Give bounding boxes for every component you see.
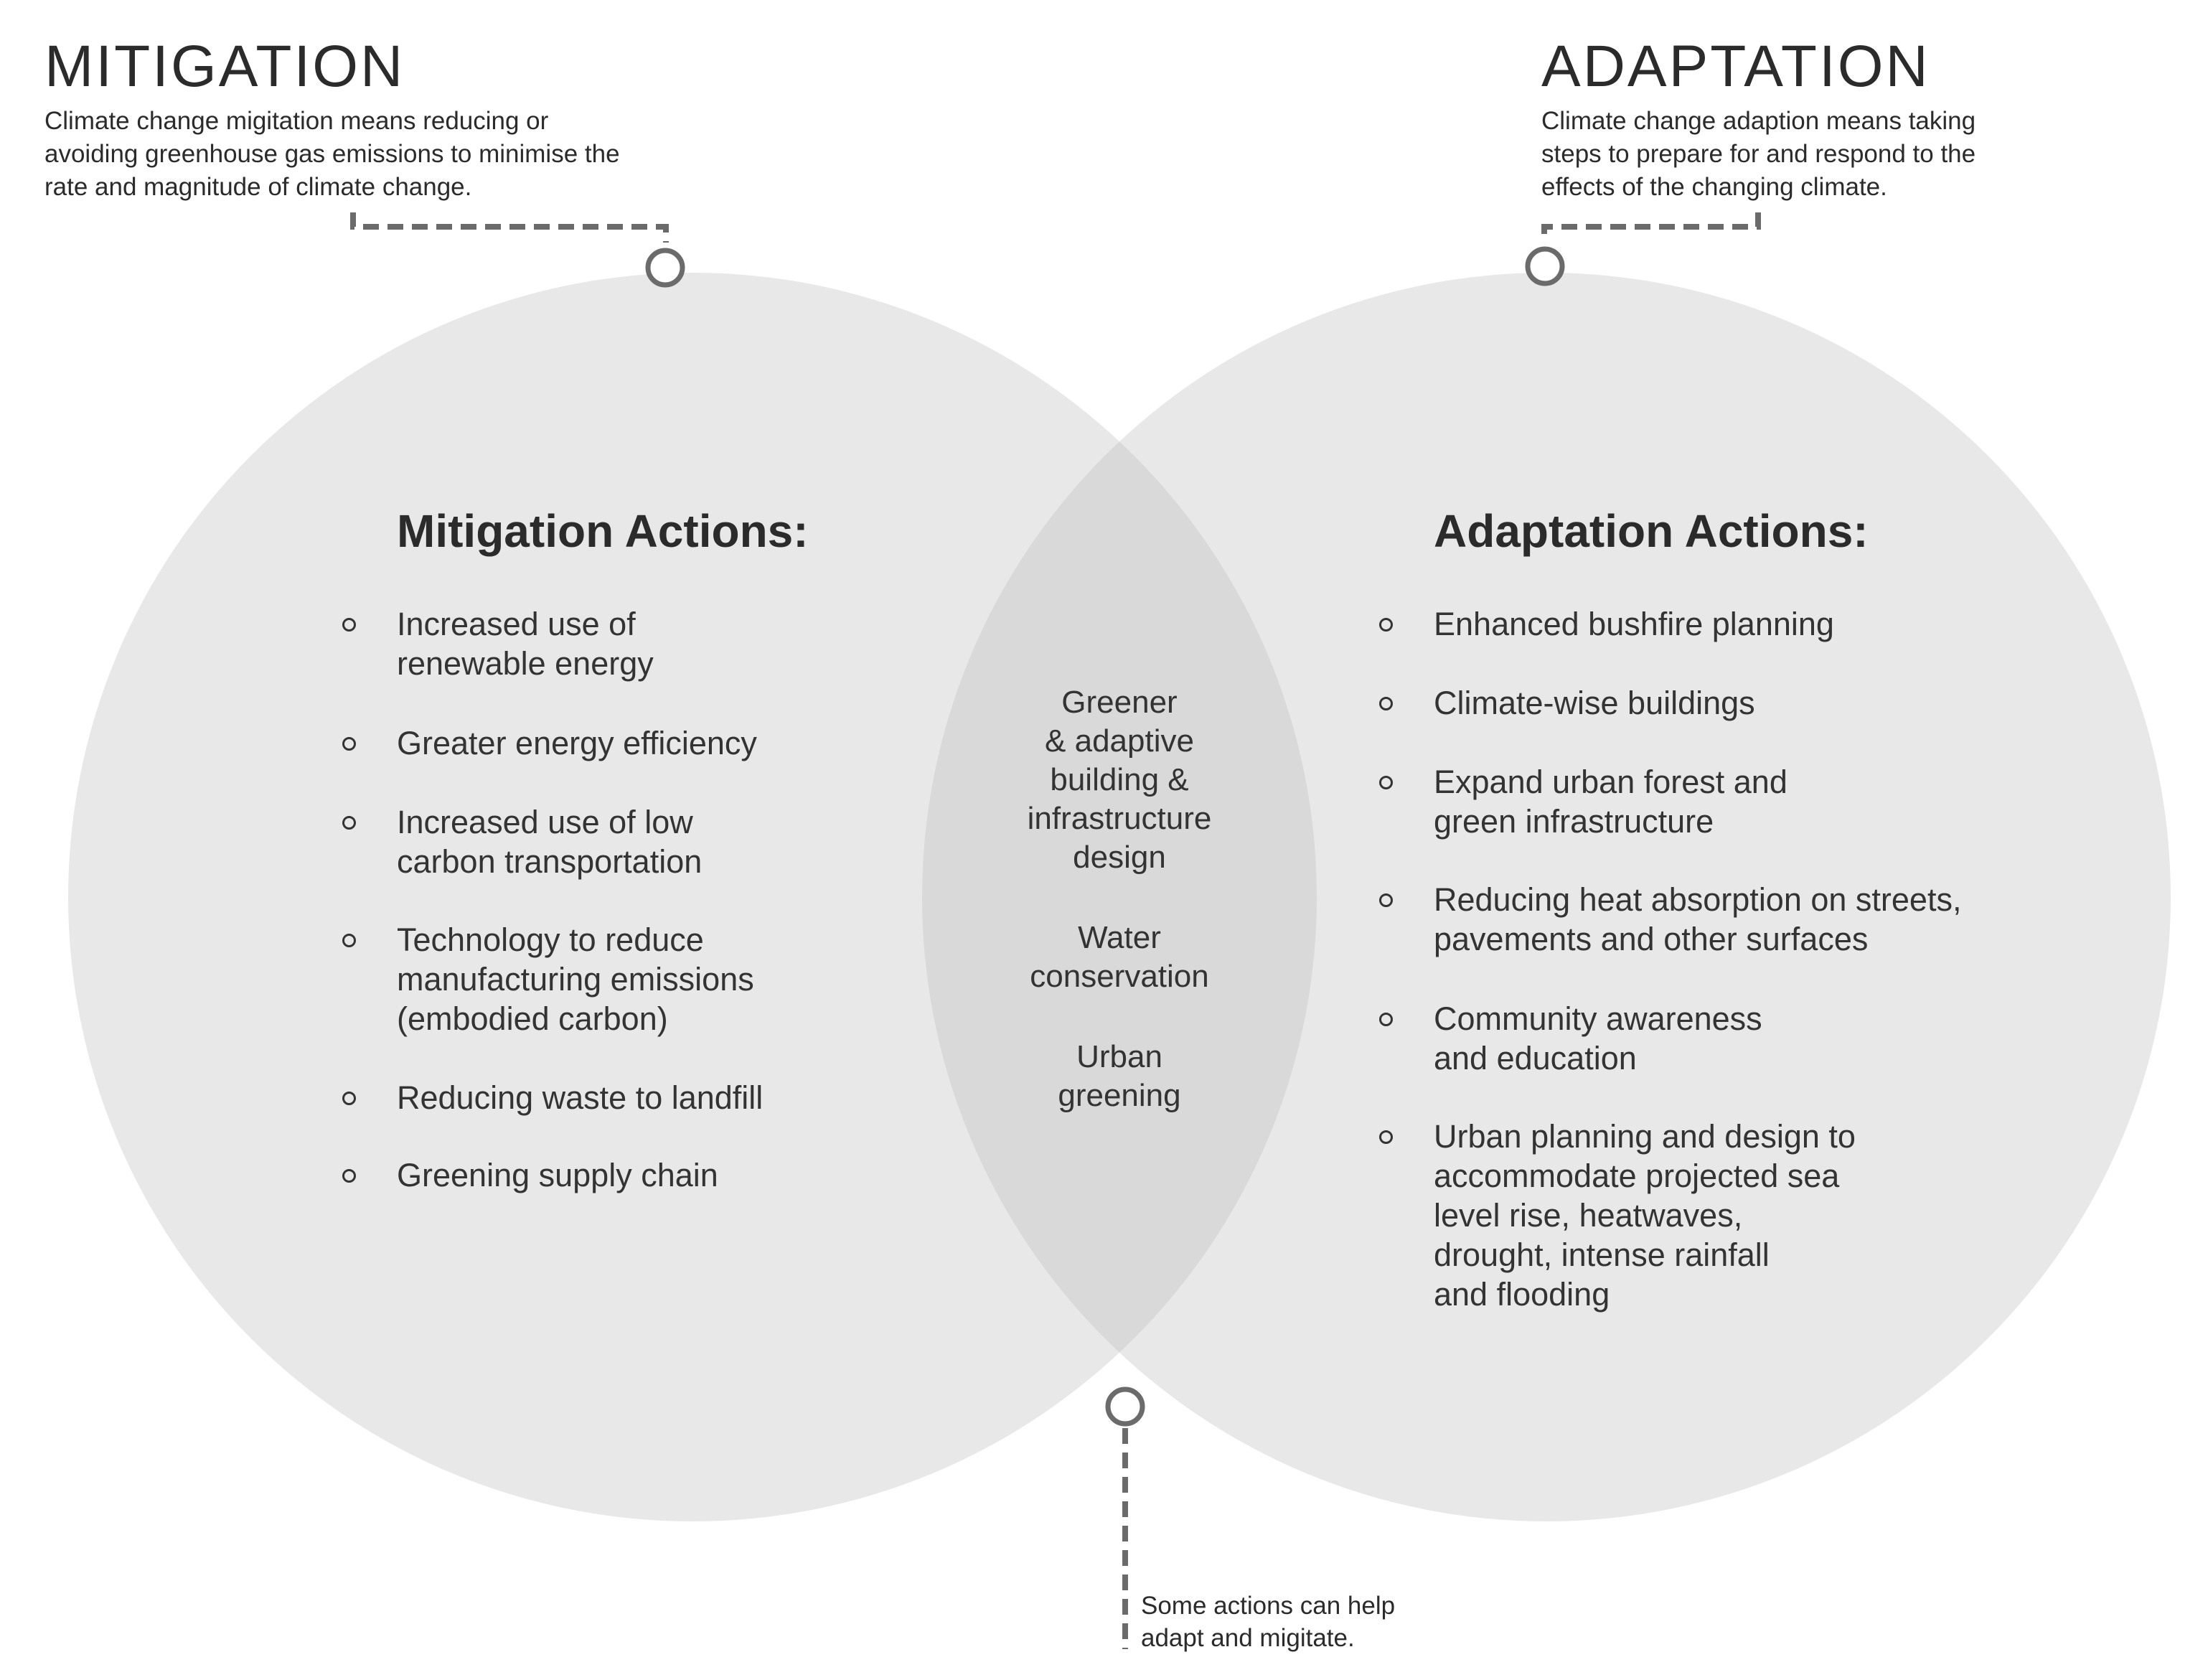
item-line: Reducing waste to landfill bbox=[397, 1079, 764, 1116]
mitigation-title: MITIGATION bbox=[44, 34, 405, 99]
bullet-icon bbox=[1379, 1130, 1393, 1144]
mitigation-description: Climate change migitation means reducing… bbox=[44, 105, 620, 204]
list-item: Increased use of renewable energy bbox=[342, 604, 654, 683]
list-item: Community awareness and education bbox=[1379, 999, 1762, 1078]
overlap-item: Greener & adaptive building & infrastruc… bbox=[976, 683, 1263, 877]
item-line: Climate-wise buildings bbox=[1434, 685, 1755, 721]
overlap-item: Urban greening bbox=[976, 1038, 1263, 1115]
item-line: manufacturing emissions bbox=[397, 961, 754, 998]
mitigation-connector-line bbox=[350, 212, 669, 243]
item-line: Water bbox=[1078, 920, 1161, 955]
item-line: Urban planning and design to bbox=[1434, 1118, 1856, 1155]
adaptation-connector-node bbox=[1525, 246, 1565, 286]
description-line: rate and magnitude of climate change. bbox=[44, 173, 472, 201]
item-line: conservation bbox=[1030, 959, 1209, 994]
item-line: Urban bbox=[1076, 1039, 1162, 1074]
item-line: level rise, heatwaves, bbox=[1434, 1197, 1743, 1234]
item-line: drought, intense rainfall bbox=[1434, 1236, 1770, 1273]
mitigation-connector-node bbox=[645, 248, 685, 288]
overlap-item: Water conservation bbox=[976, 919, 1263, 996]
item-line: Reducing heat absorption on streets, bbox=[1434, 881, 1962, 918]
note-line: Some actions can help bbox=[1141, 1592, 1396, 1620]
item-line: building & bbox=[1050, 762, 1189, 797]
item-line: Greening supply chain bbox=[397, 1157, 718, 1193]
item-line: infrastructure bbox=[1027, 801, 1212, 836]
description-line: Climate change migitation means reducing… bbox=[44, 107, 549, 135]
item-line: (embodied carbon) bbox=[397, 1000, 668, 1037]
list-item: Climate-wise buildings bbox=[1379, 683, 1755, 723]
item-line: accommodate projected sea bbox=[1434, 1158, 1840, 1194]
list-item: Greater energy efficiency bbox=[342, 723, 757, 763]
bullet-icon bbox=[342, 1092, 356, 1105]
bullet-icon bbox=[342, 816, 356, 830]
description-line: avoiding greenhouse gas emissions to min… bbox=[44, 140, 620, 168]
bullet-icon bbox=[342, 737, 356, 751]
item-line: green infrastructure bbox=[1434, 803, 1714, 840]
overlap-connector-node bbox=[1105, 1386, 1145, 1427]
list-item: Reducing heat absorption on streets, pav… bbox=[1379, 880, 1962, 959]
item-line: greening bbox=[1058, 1078, 1181, 1113]
list-item: Technology to reduce manufacturing emiss… bbox=[342, 920, 754, 1038]
item-line: pavements and other surfaces bbox=[1434, 921, 1869, 957]
list-item: Expand urban forest and green infrastruc… bbox=[1379, 762, 1787, 841]
description-line: steps to prepare for and respond to the bbox=[1541, 140, 1976, 168]
bullet-icon bbox=[1379, 893, 1393, 907]
description-line: Climate change adaption means taking bbox=[1541, 107, 1976, 135]
item-line: & adaptive bbox=[1045, 723, 1194, 759]
item-line: Technology to reduce bbox=[397, 921, 704, 958]
mitigation-circle bbox=[68, 273, 1317, 1521]
overlap-note: Some actions can help adapt and migitate… bbox=[1141, 1590, 1395, 1654]
adaptation-connector-line bbox=[1541, 212, 1761, 243]
list-item: Increased use of low carbon transportati… bbox=[342, 802, 703, 881]
bullet-icon bbox=[342, 618, 356, 632]
item-line: carbon transportation bbox=[397, 843, 703, 880]
item-line: Greener bbox=[1061, 685, 1178, 720]
adaptation-description: Climate change adaption means taking ste… bbox=[1541, 105, 1976, 204]
list-item: Reducing waste to landfill bbox=[342, 1078, 764, 1117]
list-item: Enhanced bushfire planning bbox=[1379, 604, 1834, 644]
bullet-icon bbox=[1379, 776, 1393, 789]
item-line: design bbox=[1073, 840, 1166, 875]
note-line: adapt and migitate. bbox=[1141, 1624, 1355, 1652]
bullet-icon bbox=[342, 1169, 356, 1183]
mitigation-actions-title: Mitigation Actions: bbox=[397, 505, 809, 557]
bullet-icon bbox=[1379, 618, 1393, 632]
item-line: and flooding bbox=[1434, 1276, 1610, 1313]
bullet-icon bbox=[342, 934, 356, 947]
adaptation-actions-title: Adaptation Actions: bbox=[1434, 505, 1869, 557]
item-line: renewable energy bbox=[397, 645, 654, 682]
item-line: Community awareness bbox=[1434, 1000, 1762, 1037]
adaptation-title: ADAPTATION bbox=[1541, 34, 1930, 99]
item-line: and education bbox=[1434, 1040, 1637, 1076]
item-line: Enhanced bushfire planning bbox=[1434, 606, 1834, 642]
item-line: Increased use of bbox=[397, 606, 636, 642]
bullet-icon bbox=[1379, 697, 1393, 710]
description-line: effects of the changing climate. bbox=[1541, 173, 1887, 201]
item-line: Expand urban forest and bbox=[1434, 764, 1787, 800]
list-item: Urban planning and design to accommodate… bbox=[1379, 1117, 1856, 1314]
adaptation-circle bbox=[922, 273, 2171, 1521]
item-line: Increased use of low bbox=[397, 804, 693, 840]
list-item: Greening supply chain bbox=[342, 1155, 718, 1195]
bullet-icon bbox=[1379, 1013, 1393, 1026]
item-line: Greater energy efficiency bbox=[397, 725, 757, 761]
